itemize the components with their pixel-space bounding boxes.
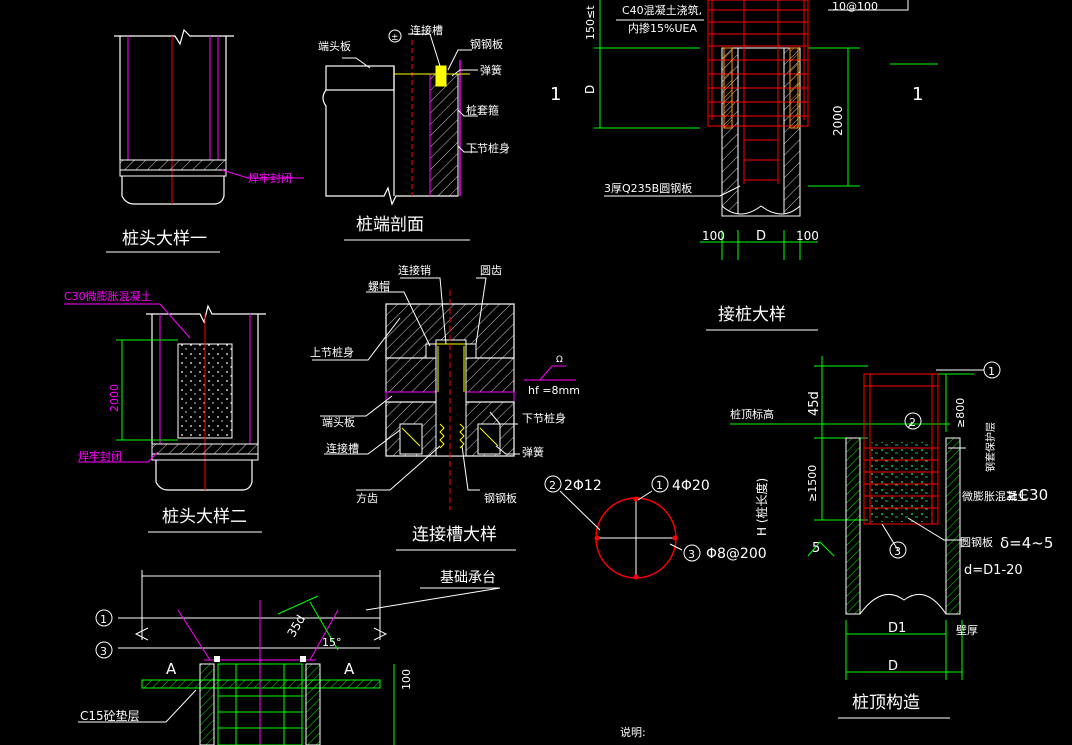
label-lower-pile: 下节桩身 [522,411,566,425]
label-plate: 圆钢板 [960,535,993,549]
label-wall: 壁厚 [956,623,978,637]
label-steel-plate: 钢钢板 [484,491,517,505]
mark-2: 2 [909,416,916,429]
dim-2000: 2000 [831,105,845,136]
detail-title: 基础承台 [440,569,496,586]
detail-title: 桩端剖面 [356,215,424,235]
dim-top: 150≤t [584,5,597,40]
dim-2000: 2000 [108,384,121,412]
concrete-label: C30微膨胀混凝土 [64,289,152,303]
label-c15: C15砼垫层 [80,708,140,723]
section-a-left: A [166,660,177,678]
dim-5: 5 [812,541,820,556]
dim-d: D [583,85,597,94]
mark-1: 1 [100,613,107,626]
label-nut: 螺帽 [368,280,390,293]
dim-D1: D1 [888,621,906,636]
mark-2: 2 [549,479,556,492]
mark-1: 1 [988,365,995,378]
svg-text:±: ± [391,33,399,43]
label-d: d=D1-20 [964,563,1023,578]
dim-1500: ≥1500 [806,465,819,502]
label-spring: 弹簧 [522,445,544,459]
label-end-plate: 端头板 [318,39,351,53]
label-spring: 弹簧 [480,63,502,77]
label-upper-pile: 上节桩身 [310,345,354,359]
label-groove: 连接槽 [410,24,443,37]
dim-100: 100 [400,669,413,690]
dim-35d: 35d [284,613,308,640]
label-c30: ≥C30 [1006,486,1048,504]
label-hf: hf =8mm [528,384,580,397]
detail-pile-end-section: ± 端头板 连接槽 钢钢板 弹簧 桩套箍 下节桩身 桩端剖面 [318,24,510,241]
label-concrete: 微膨胀混凝土 [962,489,1028,503]
dim-100-left: 100 [702,229,725,243]
detail-pile-joint: C40混凝土浇筑, 内掺15%UEA 10@100 150≤t D 2000 3… [550,0,938,331]
detail-pile-head-2: 2000 C30微膨胀混凝土 焊牢封闭 桩头大样二 [64,289,266,533]
detail-connection-groove: Ω 连接销 圆齿 螺帽 上节桩身 hf =8mm 端头板 连接槽 下节桩身 弹簧… [310,263,580,551]
detail-title: 接桩大样 [718,305,786,325]
section-a-right: A [344,660,355,678]
dim-D: D [888,659,898,674]
mark-3: 3 [100,645,107,658]
label-pile-top: 桩顶标高 [730,407,774,421]
dim-H: H (桩长度) [754,478,769,536]
mark-3: 3 [894,545,901,558]
label-round-tooth: 圆齿 [480,264,502,277]
label-lower-pile: 下节桩身 [466,141,510,155]
label-2: 2Φ12 [564,478,602,494]
plate-note: 3厚Q235B圆钢板 [604,181,692,195]
notes-label: 说明: [620,725,646,739]
dim-100-right: 100 [796,229,819,243]
label-delta: δ=4~5 [1000,534,1053,552]
label-1: 4Φ20 [672,478,710,494]
label-square-tooth: 方齿 [356,491,378,505]
label-end-plate: 端头板 [322,415,355,429]
pile-cross-section: 2 2Φ12 1 4Φ20 3 Φ8@200 [544,475,767,580]
concrete-note-2: 内掺15%UEA [628,21,697,35]
label-insert: 桩套箍 [466,103,499,117]
label-steel-plate: 钢钢板 [470,37,503,51]
detail-title: 桩顶构造 [852,693,920,713]
detail-title: 桩头大样二 [162,507,247,527]
concrete-note-1: C40混凝土浇筑, [622,3,702,17]
side-mark-left: 1 [550,84,561,105]
rebar-note: 10@100 [832,0,878,13]
detail-pile-head-1: 焊牢封闭 桩头大样一 [106,28,304,253]
detail-title: 桩头大样一 [122,229,207,249]
weld-label: 焊牢封闭 [78,449,122,463]
dim-D: D [756,229,766,244]
dim-angle: 15° [322,636,342,649]
dim-45d: 45d [807,391,822,416]
detail-foundation-cap: 1 3 A A 35d 15° 100 C15砼垫层 基础承台 [78,569,501,745]
side-mark-right: 1 [912,84,923,105]
detail-title: 连接槽大样 [412,525,497,545]
dim-800: ≥800 [954,398,967,428]
label-groove: 连接槽 [326,442,359,455]
mark-1: 1 [656,479,663,492]
svg-text:Ω: Ω [556,355,563,365]
label-3: Φ8@200 [706,546,767,562]
label-pin: 连接销 [398,263,431,277]
mark-3: 3 [688,548,695,561]
label-side: 钢套保护层 [984,422,997,472]
detail-pile-top: 1 2 3 45d ≥800 桩顶标高 ≥1500 H (桩长度) 5 钢套保护… [730,356,1053,719]
weld-label: 焊牢封闭 [248,171,292,185]
